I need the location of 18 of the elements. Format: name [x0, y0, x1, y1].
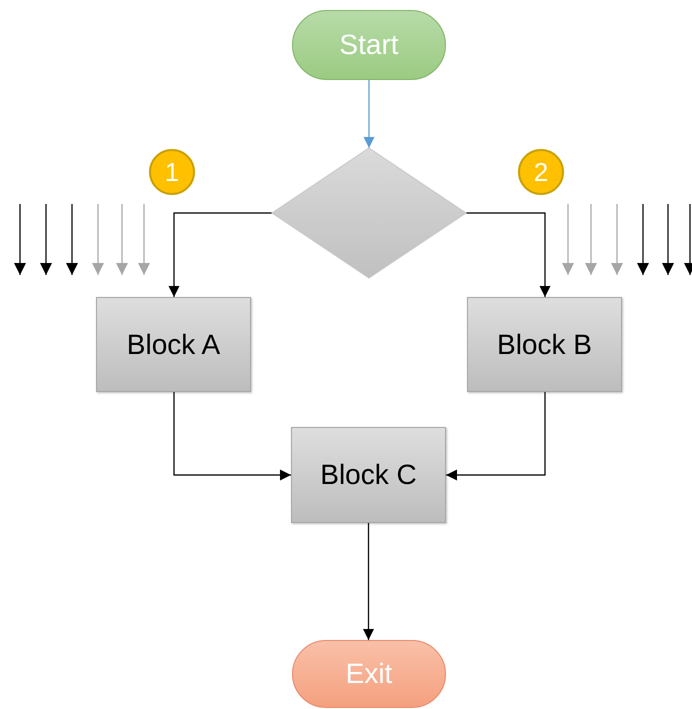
process-box	[467, 297, 622, 392]
connector-arrow	[168, 212, 272, 297]
callout-circle	[518, 149, 564, 195]
process-box	[96, 297, 251, 392]
connector-arrow	[173, 392, 291, 480]
connector-arrow	[446, 392, 546, 480]
callout-circle	[149, 149, 195, 195]
block-label: Block C	[320, 459, 417, 491]
block-label: Block B	[497, 328, 592, 360]
connector-arrow	[363, 523, 374, 640]
connector-arrow	[364, 80, 374, 148]
terminal-label: Start	[339, 29, 399, 61]
process-box	[291, 427, 446, 523]
block-label: Block A	[126, 328, 220, 360]
callout-number: 2	[534, 156, 548, 188]
callout-number: 1	[164, 156, 180, 188]
connector-arrow	[466, 212, 550, 297]
terminal-label: Exit	[346, 658, 392, 690]
